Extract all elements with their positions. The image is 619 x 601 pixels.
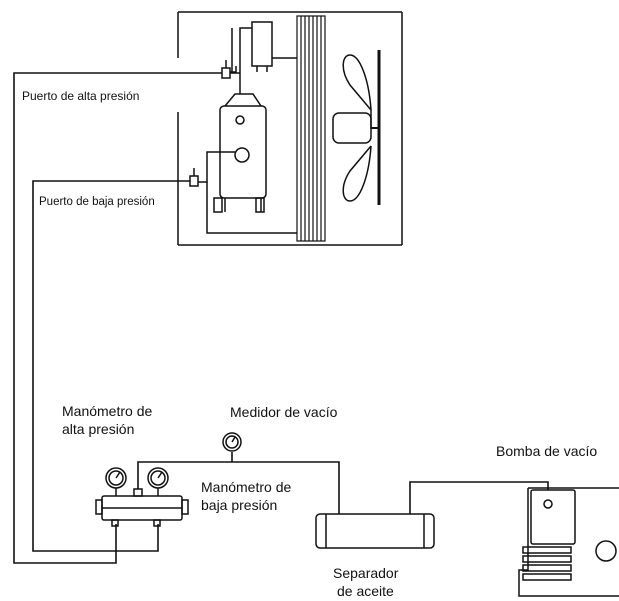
low-pressure-hose — [32, 180, 190, 552]
fan-icon — [332, 50, 381, 205]
high-pressure-valve-icon — [221, 60, 240, 79]
manifold-body — [95, 488, 189, 527]
high-pressure-gauge-icon — [105, 467, 127, 496]
oil-separator-label-line1: Separador — [333, 565, 399, 581]
vacuum-hose — [137, 452, 340, 514]
low-pressure-port-label: Puerto de baja presión — [39, 196, 155, 208]
compressor-icon — [213, 93, 267, 213]
vacuum-gauge-icon — [222, 432, 242, 452]
low-pressure-valve-icon — [189, 168, 199, 187]
high-pressure-hose — [13, 72, 222, 564]
condenser-coil-icon — [296, 15, 326, 242]
low-pressure-gauge-label-line1: Manómetro de — [201, 479, 292, 495]
low-pressure-gauge-icon — [147, 467, 169, 496]
vacuum-meter-label: Medidor de vacío — [230, 404, 338, 420]
vacuum-pump-icon — [518, 487, 619, 597]
high-pressure-gauge-label-line1: Manómetro de — [62, 403, 153, 419]
high-pressure-gauge-label-line2: alta presión — [62, 421, 135, 437]
oil-separator-label-line2: de aceite — [337, 583, 394, 599]
vacuum-pump-label: Bomba de vacío — [496, 443, 598, 459]
low-pressure-gauge-label-line2: baja presión — [201, 497, 278, 513]
receiver-icon — [251, 21, 297, 72]
oil-separator-icon — [315, 513, 435, 549]
outdoor-unit-frame — [177, 11, 403, 246]
high-pressure-port-label: Puerto de alta presión — [22, 89, 140, 103]
